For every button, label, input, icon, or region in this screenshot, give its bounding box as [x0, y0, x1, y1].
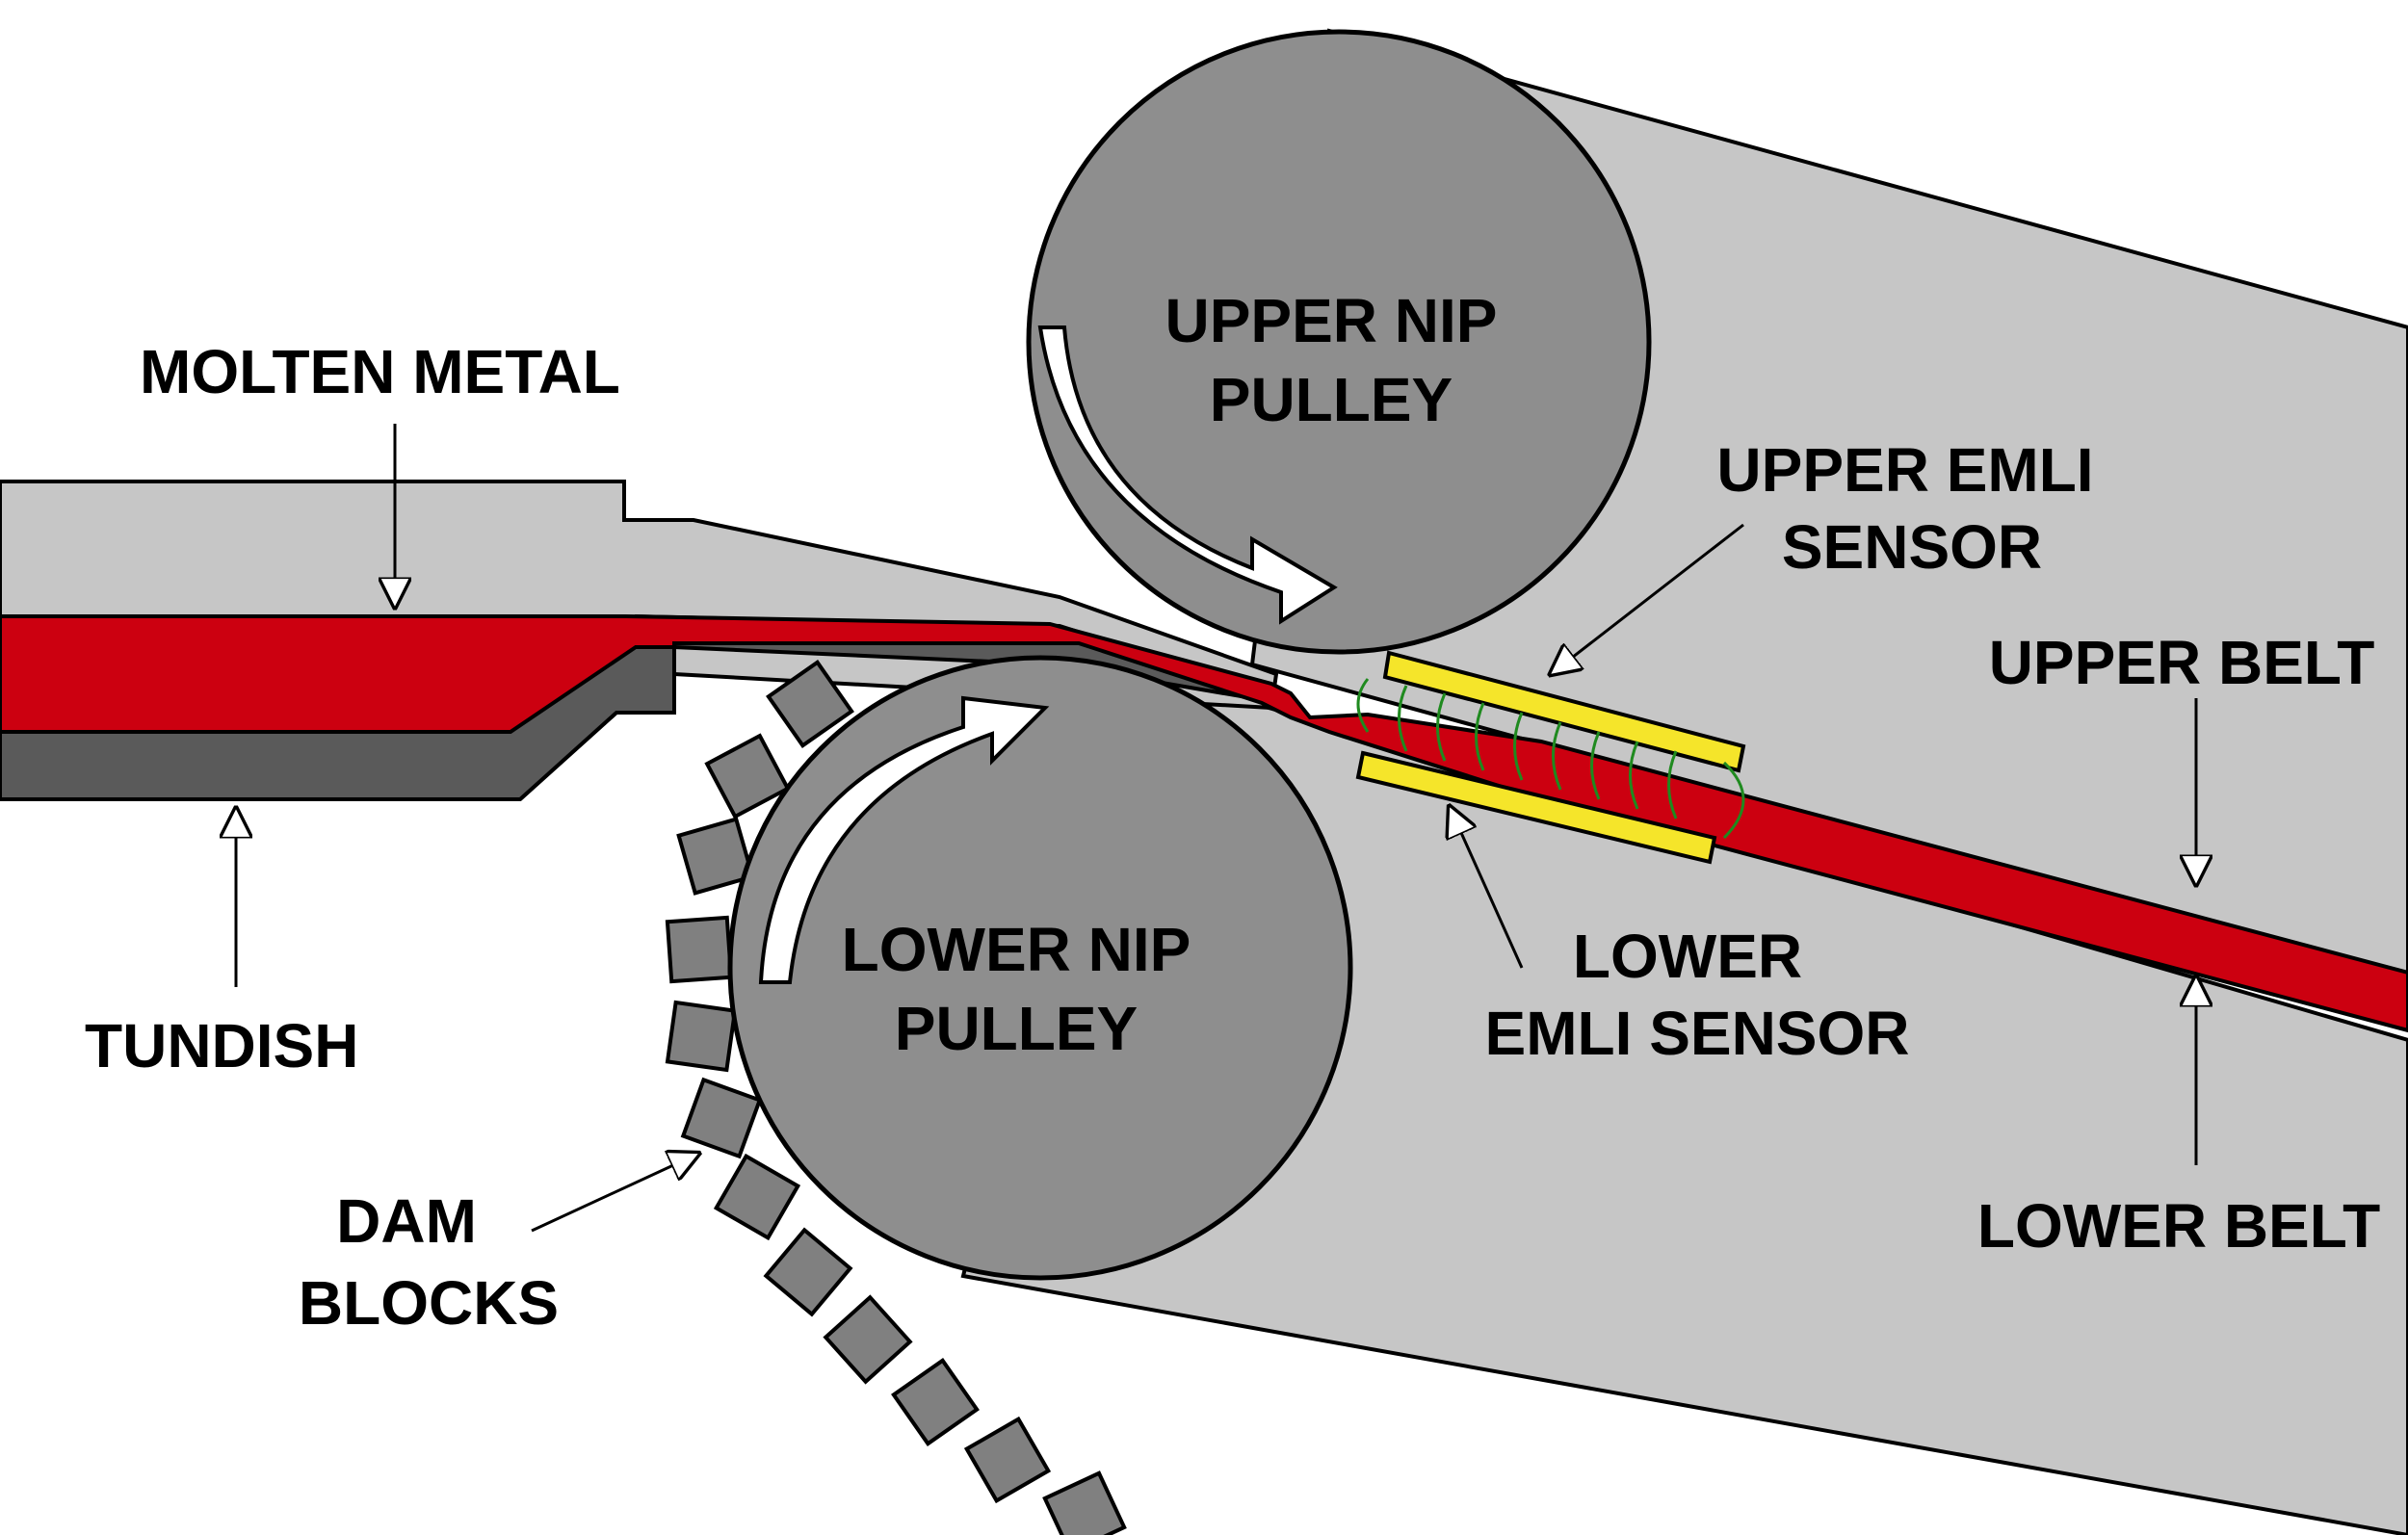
- dam-block: [704, 733, 791, 820]
- electromagnetic-field-lines: [1356, 678, 1745, 840]
- lower-emli-sensor: [1355, 750, 1717, 865]
- lower-rotation-arrow: [758, 695, 1050, 984]
- label-upper-belt: UPPER BELT: [1989, 628, 2375, 697]
- lower-emli-arrow: [1450, 807, 1524, 969]
- dam-block: [891, 1358, 980, 1446]
- pointer-arrows: [236, 424, 2196, 1233]
- label-lower-emli-1: LOWER: [1573, 922, 1802, 991]
- label-tundish: TUNDISH: [85, 1011, 358, 1080]
- dam-block: [665, 1000, 738, 1073]
- dam-block: [680, 1077, 763, 1159]
- dam-block: [676, 817, 755, 896]
- label-lower-emli-2: EMLI SENSOR: [1485, 999, 1910, 1068]
- upper-nip-pulley: [1026, 29, 1652, 655]
- upper-emli-arrow: [1551, 523, 1744, 674]
- label-upper-nip-pulley-2: PULLEY: [1210, 365, 1453, 434]
- dam-block: [763, 1227, 853, 1317]
- label-upper-emli-2: SENSOR: [1782, 512, 2042, 582]
- label-molten-metal: MOLTEN METAL: [140, 337, 620, 406]
- label-dam-blocks-2: BLOCKS: [299, 1268, 559, 1338]
- label-lower-belt: LOWER BELT: [1977, 1191, 2380, 1261]
- dam-block: [713, 1153, 801, 1241]
- dam-block: [823, 1294, 913, 1385]
- dam-block: [963, 1416, 1052, 1504]
- label-upper-nip-pulley-1: UPPER NIP: [1165, 286, 1498, 355]
- upper-rotation-arrow: [1037, 325, 1338, 625]
- upper-emli-sensor: [1382, 650, 1746, 773]
- label-lower-nip-pulley-1: LOWER NIP: [842, 915, 1191, 984]
- label-upper-emli-1: UPPER EMLI: [1716, 435, 2093, 505]
- lower-nip-pulley: [727, 655, 1353, 1281]
- dam-blocks: [665, 660, 1127, 1535]
- dam-block: [665, 915, 734, 984]
- label-lower-nip-pulley-2: PULLEY: [895, 994, 1138, 1063]
- dam-block: [766, 660, 854, 748]
- dam-blocks-arrow: [531, 1154, 698, 1233]
- dam-block: [1042, 1470, 1127, 1535]
- label-dam-blocks-1: DAM: [336, 1186, 477, 1256]
